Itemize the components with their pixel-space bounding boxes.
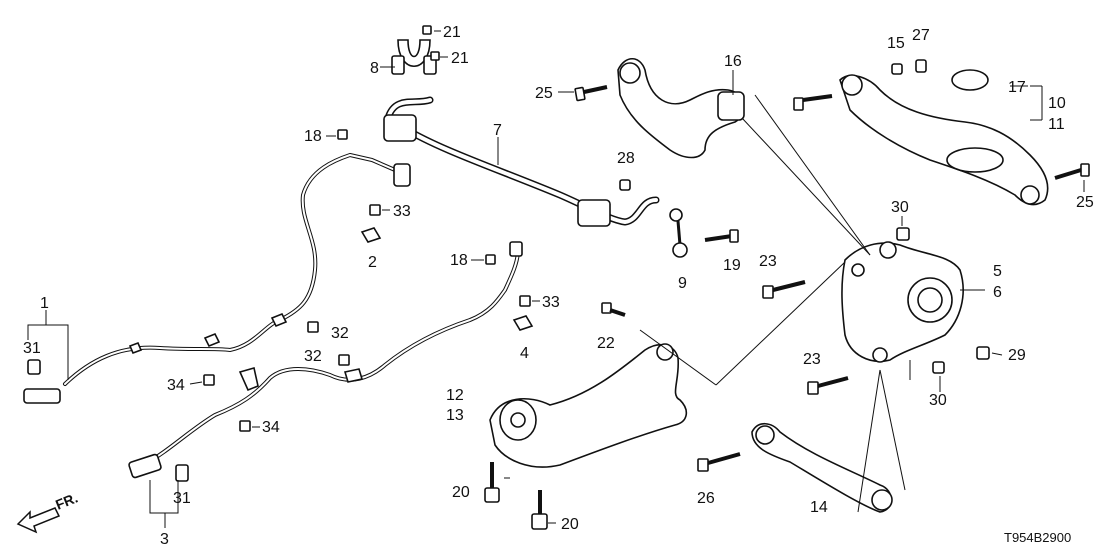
callout-32a: 32 bbox=[331, 325, 349, 342]
callout-17: 17 bbox=[1008, 79, 1026, 96]
fr-label: FR. bbox=[53, 489, 80, 512]
speed-sensor-harness-1 bbox=[23, 153, 411, 404]
stabilizer-bushing-left bbox=[383, 114, 417, 142]
callout-25a: 25 bbox=[535, 85, 553, 102]
callout-20b: 20 bbox=[561, 516, 579, 533]
callout-3: 3 bbox=[160, 531, 169, 548]
stabilizer-bushing-right bbox=[577, 199, 611, 227]
bump-stop-17 bbox=[951, 69, 989, 91]
connector-1b bbox=[393, 163, 411, 187]
callout-26: 26 bbox=[697, 490, 715, 507]
callout-22: 22 bbox=[597, 335, 615, 352]
callout-32b: 32 bbox=[304, 348, 322, 365]
callout-31b: 31 bbox=[173, 490, 191, 507]
callout-10: 10 bbox=[1048, 95, 1066, 112]
callout-34a: 34 bbox=[167, 377, 185, 394]
callout-25b: 25 bbox=[1076, 194, 1094, 211]
callout-5: 5 bbox=[993, 263, 1002, 280]
callout-8: 8 bbox=[370, 60, 379, 77]
callout-11: 11 bbox=[1048, 116, 1065, 133]
callout-15: 15 bbox=[887, 35, 905, 52]
fasteners bbox=[27, 25, 1090, 530]
stabilizer-bracket-8 bbox=[391, 39, 437, 75]
callout-18b: 18 bbox=[450, 252, 468, 269]
callout-4: 4 bbox=[520, 345, 529, 362]
callout-16: 16 bbox=[724, 53, 742, 70]
callout-21b: 21 bbox=[451, 50, 469, 67]
lower-arm-14 bbox=[751, 422, 893, 513]
callout-numbers: 1 2 3 4 5 6 7 8 9 10 11 12 13 14 15 16 1… bbox=[23, 24, 1094, 548]
diagram-code: T954B2900 bbox=[1004, 530, 1071, 545]
upper-arm-16 bbox=[617, 57, 745, 159]
callout-29: 29 bbox=[1008, 347, 1026, 364]
callout-27: 27 bbox=[912, 27, 930, 44]
callout-19: 19 bbox=[723, 257, 741, 274]
trailing-arm-12-13 bbox=[489, 343, 688, 468]
stabilizer-link-9 bbox=[669, 208, 688, 258]
callout-20a: 20 bbox=[452, 484, 470, 501]
callout-31a: 31 bbox=[23, 340, 41, 357]
stabilizer-bar-7 bbox=[383, 96, 660, 227]
callout-6: 6 bbox=[993, 284, 1002, 301]
front-direction-arrow: FR. bbox=[16, 489, 80, 534]
connector-1 bbox=[23, 388, 61, 404]
arrow-icon bbox=[16, 507, 61, 534]
callout-30b: 30 bbox=[929, 392, 947, 409]
speed-sensor-harness-3 bbox=[128, 241, 523, 479]
callout-33b: 33 bbox=[542, 294, 560, 311]
callout-28: 28 bbox=[617, 150, 635, 167]
connector-3 bbox=[128, 453, 162, 479]
callout-14: 14 bbox=[810, 499, 828, 516]
callout-18a: 18 bbox=[304, 128, 322, 145]
callout-9: 9 bbox=[678, 275, 687, 292]
callout-23a: 23 bbox=[759, 253, 777, 270]
callout-30a: 30 bbox=[891, 199, 909, 216]
callout-pointers bbox=[189, 30, 1085, 524]
callout-33a: 33 bbox=[393, 203, 411, 220]
callout-34b: 34 bbox=[262, 419, 280, 436]
callout-12: 12 bbox=[446, 387, 464, 404]
leader-lines bbox=[27, 66, 1043, 528]
callout-1: 1 bbox=[40, 295, 49, 312]
callout-13: 13 bbox=[446, 407, 464, 424]
lower-spring-arm-10-11 bbox=[839, 69, 1049, 206]
callout-21a: 21 bbox=[443, 24, 461, 41]
callout-7: 7 bbox=[493, 122, 502, 139]
knuckle-5-6 bbox=[841, 241, 964, 363]
callout-2: 2 bbox=[368, 254, 377, 271]
callout-23b: 23 bbox=[803, 351, 821, 368]
